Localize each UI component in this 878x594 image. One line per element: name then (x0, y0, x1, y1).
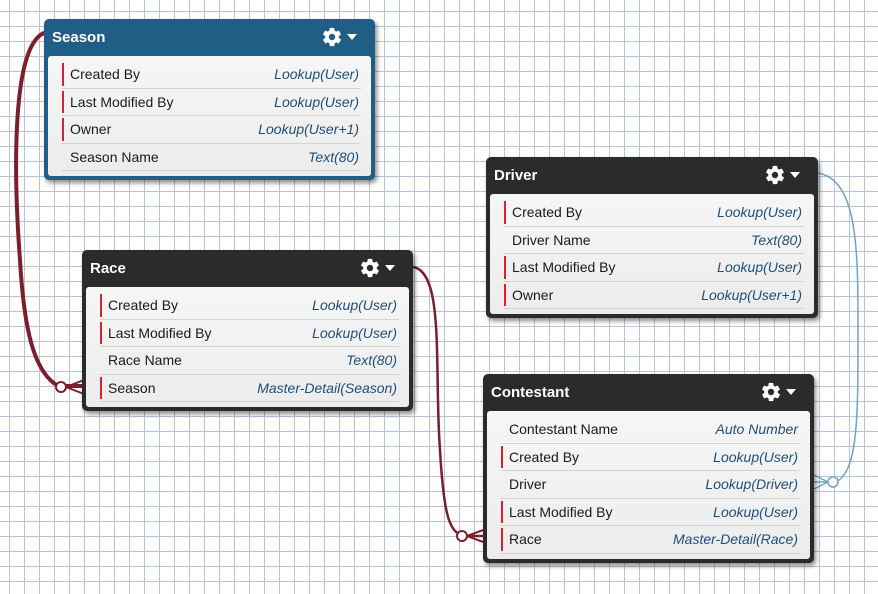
object-title: Driver (494, 167, 538, 184)
field-name: Created By (509, 448, 580, 465)
object-menu-button[interactable] (764, 164, 800, 186)
object-card-season[interactable]: Season Created By Lookup(User) Last Modi… (44, 19, 375, 180)
field-type: Text(80) (308, 148, 359, 165)
field-name: Last Modified By (108, 324, 212, 341)
field-type: Text(80) (751, 231, 802, 248)
chevron-down-icon (790, 172, 800, 178)
card-header: Contestant (487, 374, 810, 411)
object-title: Contestant (491, 384, 570, 401)
field-type: Master-Detail(Race) (673, 531, 798, 548)
field-type: Lookup(User) (312, 297, 397, 314)
card-header: Race (86, 250, 409, 287)
field-name: Driver (509, 476, 547, 493)
field-row[interactable]: Last Modified By Lookup(User) (62, 89, 361, 116)
field-name: Race Name (108, 352, 182, 369)
field-type: Lookup(User) (274, 93, 359, 110)
field-type: Lookup(User) (274, 66, 359, 83)
field-row[interactable]: Driver Name Text(80) (504, 227, 804, 254)
field-row[interactable]: Created By Lookup(User) (100, 292, 399, 320)
connector-race-contestant (412, 265, 486, 538)
field-name: Driver Name (512, 231, 591, 248)
object-title: Season (52, 29, 106, 46)
field-type: Lookup(User) (717, 204, 802, 221)
field-name: Created By (70, 66, 141, 83)
field-row[interactable]: Contestant Name Auto Number (501, 416, 800, 444)
field-type: Lookup(Driver) (705, 476, 798, 493)
crowfoot-race-season (55, 379, 85, 395)
gear-icon (760, 381, 782, 403)
field-type: Lookup(User) (312, 324, 397, 341)
crowfoot-contestant-race (456, 528, 487, 544)
field-list: Created By Lookup(User) Last Modified By… (48, 56, 371, 176)
object-menu-button[interactable] (321, 26, 357, 48)
field-row[interactable]: Last Modified By Lookup(User) (100, 320, 399, 347)
field-row[interactable]: Created By Lookup(User) (504, 199, 804, 227)
field-list: Created By Lookup(User) Driver Name Text… (490, 194, 814, 314)
object-title: Race (90, 260, 126, 277)
field-name: Season Name (70, 148, 159, 165)
gear-icon (359, 257, 381, 279)
object-menu-button[interactable] (760, 381, 796, 403)
field-row[interactable]: Owner Lookup(User+1) (62, 116, 361, 144)
field-type: Lookup(User) (713, 503, 798, 520)
object-menu-button[interactable] (359, 257, 395, 279)
object-card-contestant[interactable]: Contestant Contestant Name Auto Number C… (483, 374, 814, 563)
crowfoot-contestant-driver (813, 474, 839, 490)
field-name: Owner (70, 121, 112, 138)
object-card-driver[interactable]: Driver Created By Lookup(User) Driver Na… (486, 157, 818, 318)
card-header: Driver (490, 157, 814, 194)
gear-icon (321, 26, 343, 48)
field-type: Lookup(User) (713, 448, 798, 465)
chevron-down-icon (385, 265, 395, 271)
field-row[interactable]: Last Modified By Lookup(User) (501, 499, 800, 526)
chevron-down-icon (786, 389, 796, 395)
field-row[interactable]: Season Name Text(80) (62, 144, 361, 171)
field-type: Lookup(User) (717, 259, 802, 276)
field-name: Created By (512, 204, 583, 221)
gear-icon (764, 164, 786, 186)
field-row[interactable]: Race Name Text(80) (100, 347, 399, 375)
field-list: Contestant Name Auto Number Created By L… (487, 411, 810, 559)
field-row[interactable]: Last Modified By Lookup(User) (504, 254, 804, 282)
field-name: Season (108, 379, 156, 396)
field-name: Owner (512, 286, 554, 303)
connector-driver-contestant (817, 172, 859, 483)
field-type: Lookup(User+1) (258, 121, 359, 138)
chevron-down-icon (347, 34, 357, 40)
field-name: Last Modified By (512, 259, 616, 276)
field-row[interactable]: Race Master-Detail(Race) (501, 526, 800, 554)
field-row[interactable]: Season Master-Detail(Season) (100, 375, 399, 402)
field-row[interactable]: Owner Lookup(User+1) (504, 282, 804, 309)
field-row[interactable]: Created By Lookup(User) (501, 444, 800, 471)
field-type: Auto Number (715, 421, 798, 438)
object-card-race[interactable]: Race Created By Lookup(User) Last Modifi… (82, 250, 413, 411)
field-row[interactable]: Driver Lookup(Driver) (501, 471, 800, 499)
field-list: Created By Lookup(User) Last Modified By… (86, 287, 409, 407)
field-type: Text(80) (346, 352, 397, 369)
field-name: Race (509, 531, 542, 548)
field-name: Last Modified By (70, 93, 174, 110)
field-name: Created By (108, 297, 179, 314)
field-type: Lookup(User+1) (701, 286, 802, 303)
field-row[interactable]: Created By Lookup(User) (62, 61, 361, 89)
field-name: Contestant Name (509, 421, 618, 438)
field-name: Last Modified By (509, 503, 613, 520)
card-header: Season (48, 19, 371, 56)
field-type: Master-Detail(Season) (257, 379, 397, 396)
